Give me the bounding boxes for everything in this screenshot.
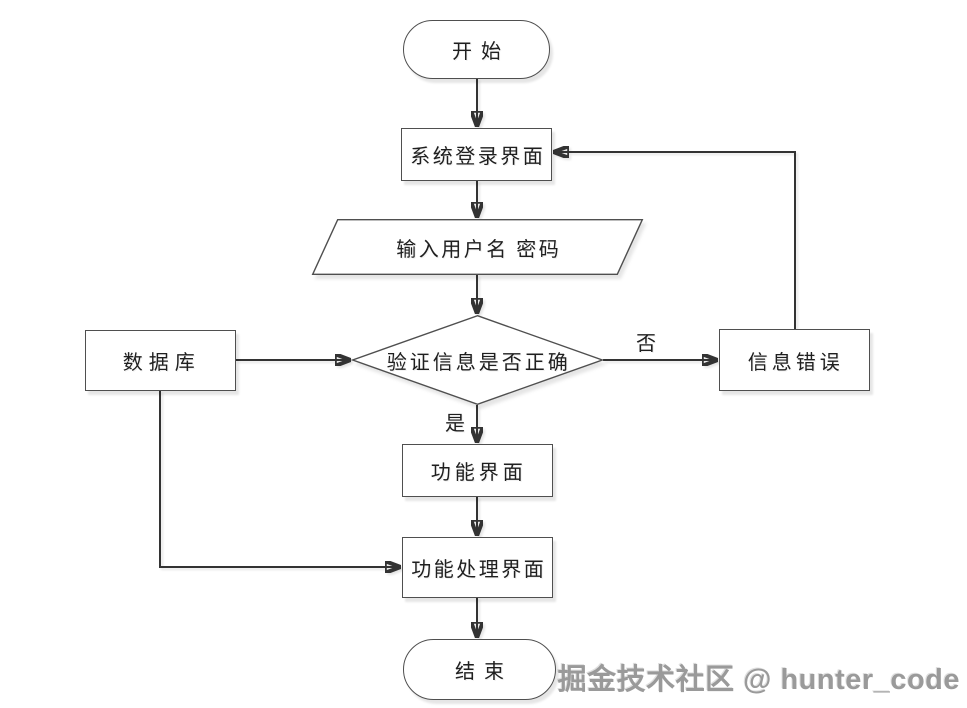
node-login-screen: 系统登录界面 [401, 128, 552, 181]
diamond-shape [350, 314, 605, 406]
node-end-label: 结束 [455, 661, 513, 683]
edge-label-no: 否 [636, 333, 656, 355]
node-start-label: 开始 [452, 41, 510, 63]
edge-label-yes: 是 [445, 413, 465, 435]
watermark-text: 掘金技术社区 @ hunter_code [557, 664, 960, 696]
diamond-outline [350, 314, 605, 406]
node-verify-label: 验证信息是否正确 [386, 351, 571, 374]
parallelogram-outline [311, 218, 644, 275]
node-verify-decision: 验证信息是否正确 [350, 314, 605, 406]
edge-database-to-process [159, 391, 400, 567]
node-login-label: 系统登录界面 [410, 146, 546, 168]
node-end: 结束 [403, 639, 556, 700]
node-function-processing-screen: 功能处理界面 [402, 537, 553, 598]
node-error-label: 信息错误 [747, 351, 844, 374]
parallelogram-shape [311, 218, 644, 275]
node-start: 开始 [403, 20, 550, 79]
node-database: 数据库 [85, 330, 236, 391]
node-input-credentials: 输入用户名 密码 [311, 218, 644, 275]
node-info-error: 信息错误 [719, 329, 870, 391]
node-function-label: 功能界面 [430, 462, 527, 484]
node-database-label: 数据库 [122, 352, 201, 374]
node-function-screen: 功能界面 [402, 444, 553, 497]
node-process-label: 功能处理界面 [411, 559, 547, 581]
edge-error-to-login-loop [554, 152, 796, 329]
node-input-label: 输入用户名 密码 [396, 238, 562, 261]
